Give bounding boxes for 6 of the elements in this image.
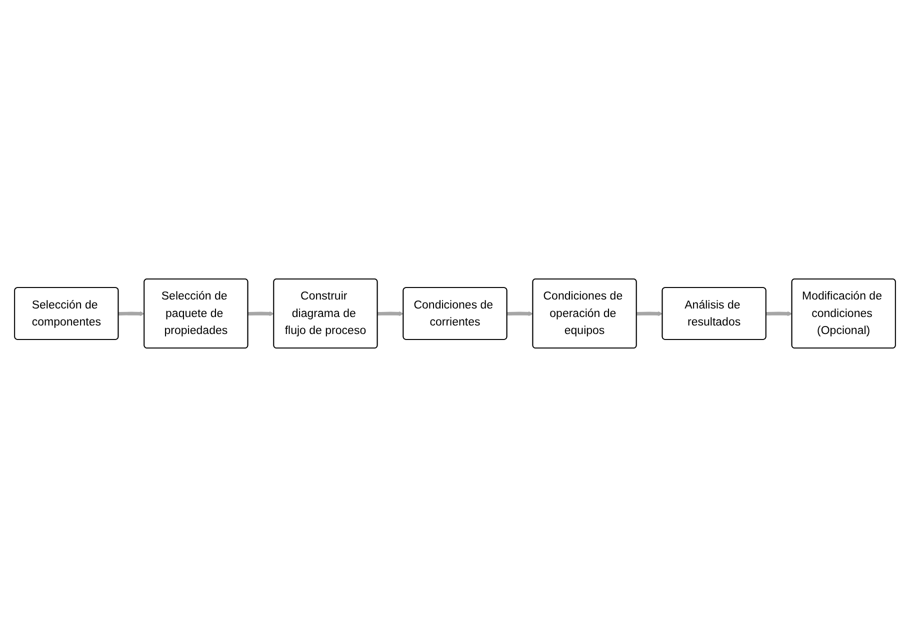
arrow <box>378 311 404 316</box>
arrow <box>636 311 663 316</box>
arrow <box>118 311 145 316</box>
arrow <box>507 311 534 316</box>
arrow <box>248 311 274 316</box>
arrow <box>766 311 792 316</box>
